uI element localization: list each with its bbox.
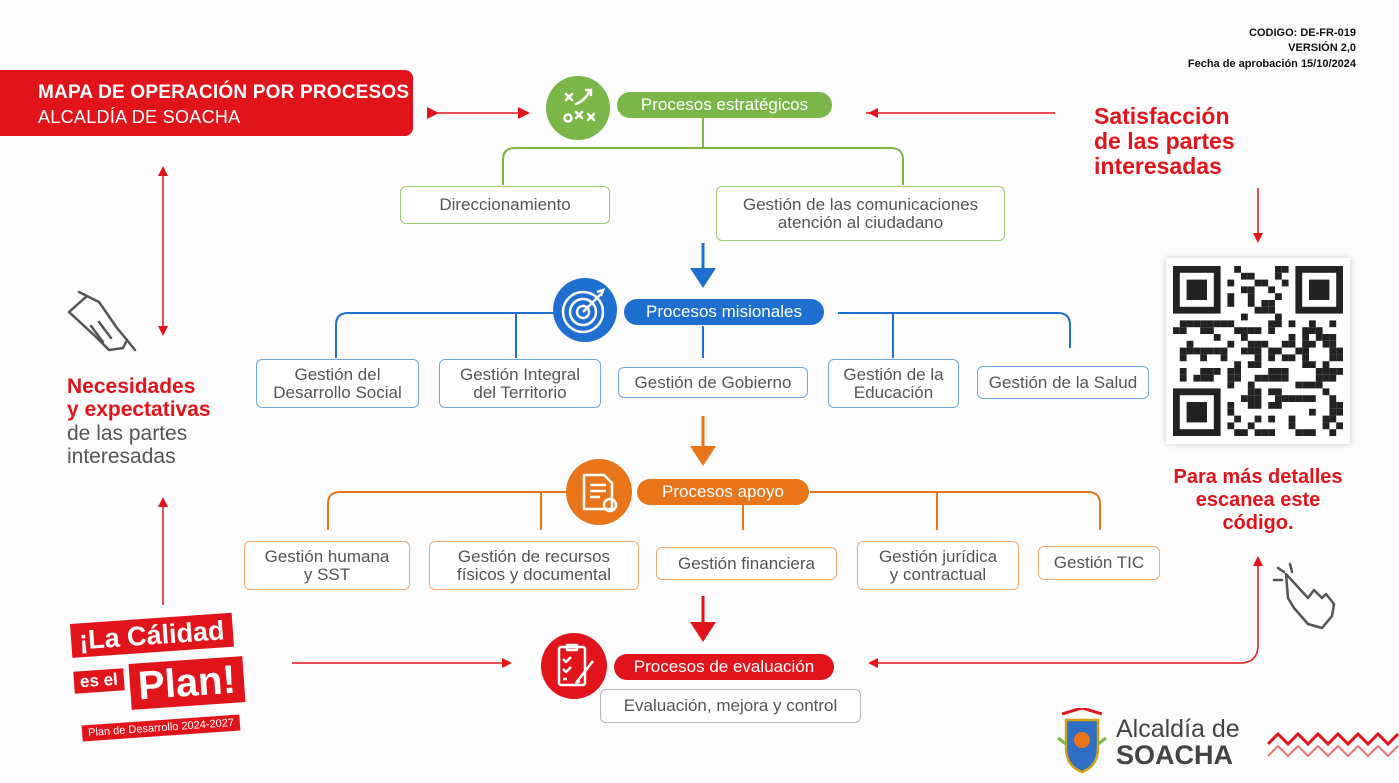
doc-version: VERSIÓN 2,0 <box>1288 42 1356 54</box>
needs-title: Necesidades y expectativas <box>67 375 211 421</box>
evaluation-processes-label: Procesos de evaluación <box>614 654 834 680</box>
strategic-item-direccionamiento[interactable]: Direccionamiento <box>400 186 610 224</box>
missional-item-education[interactable]: Gestión de la Educación <box>828 359 959 408</box>
scan-caption: Para más detalles escanea este código. <box>1150 466 1366 535</box>
strategic-processes-label: Procesos estratégicos <box>617 92 832 118</box>
missional-item-government[interactable]: Gestión de Gobierno <box>618 367 808 398</box>
target-icon <box>553 278 617 342</box>
support-item-financial[interactable]: Gestión financiera <box>656 547 837 580</box>
satisfaction-title: Satisfacción de las partes interesadas <box>1094 104 1235 179</box>
satisfaction-line-3: interesadas <box>1094 153 1222 179</box>
needs-line-1: Necesidades <box>67 375 196 398</box>
qr-code-pattern <box>1173 266 1343 436</box>
support-item-human[interactable]: Gestión humana y SST <box>244 541 410 590</box>
needs-line-2: y expectativas <box>67 398 211 421</box>
missional-item-social[interactable]: Gestión del Desarrollo Social <box>256 359 419 408</box>
logo-text: Alcaldía de SOACHA <box>1116 715 1240 770</box>
missional-processes-label: Procesos misionales <box>624 299 824 325</box>
checklist-icon <box>541 633 607 699</box>
needs-caption: de las partes interesadas <box>67 422 187 468</box>
scan-line-1: Para más detalles <box>1173 466 1343 488</box>
header-banner: MAPA DE OPERACIÓN POR PROCESOS ALCALDÍA … <box>0 70 413 136</box>
needs-line-4: interesadas <box>67 445 176 468</box>
satisfaction-line-2: de las partes <box>1094 128 1235 154</box>
strategy-board-icon <box>546 76 610 140</box>
satisfaction-line-1: Satisfacción <box>1094 103 1230 129</box>
page-title: MAPA DE OPERACIÓN POR PROCESOS <box>38 82 410 103</box>
strategy-board-glyph <box>563 88 596 123</box>
missional-item-health[interactable]: Gestión de la Salud <box>977 366 1149 399</box>
page-subtitle: ALCALDÍA DE SOACHA <box>38 107 241 127</box>
support-item-tic[interactable]: Gestión TIC <box>1038 546 1160 580</box>
logo-line-2: SOACHA <box>1116 740 1234 770</box>
coat-of-arms-icon <box>1052 708 1112 776</box>
doc-approval-date: Fecha de aprobación 15/10/2024 <box>1187 58 1356 70</box>
qr-code-icon[interactable] <box>1166 258 1350 444</box>
documents-gear-glyph <box>582 473 618 513</box>
checklist-glyph <box>557 643 594 687</box>
evaluation-item[interactable]: Evaluación, mejora y control <box>600 689 861 723</box>
scan-line-3: código. <box>1222 512 1294 534</box>
doc-code: CODIGO: DE-FR-019 <box>1249 27 1356 39</box>
target-glyph <box>561 288 605 334</box>
support-item-resources[interactable]: Gestión de recursos físicos y documental <box>429 541 639 590</box>
documents-gear-icon <box>566 459 632 525</box>
support-item-legal[interactable]: Gestión jurídica y contractual <box>857 541 1019 590</box>
strategic-item-communications[interactable]: Gestión de las comunicaciones atención a… <box>716 186 1005 241</box>
coat-of-arms-glyph <box>1057 708 1107 774</box>
needs-line-3: de las partes <box>67 422 188 445</box>
support-processes-label: Procesos apoyo <box>637 479 809 505</box>
scan-line-2: escanea este <box>1195 489 1321 511</box>
logo-line-1: Alcaldía de <box>1116 715 1240 743</box>
missional-item-territory[interactable]: Gestión Integral del Territorio <box>439 359 601 408</box>
